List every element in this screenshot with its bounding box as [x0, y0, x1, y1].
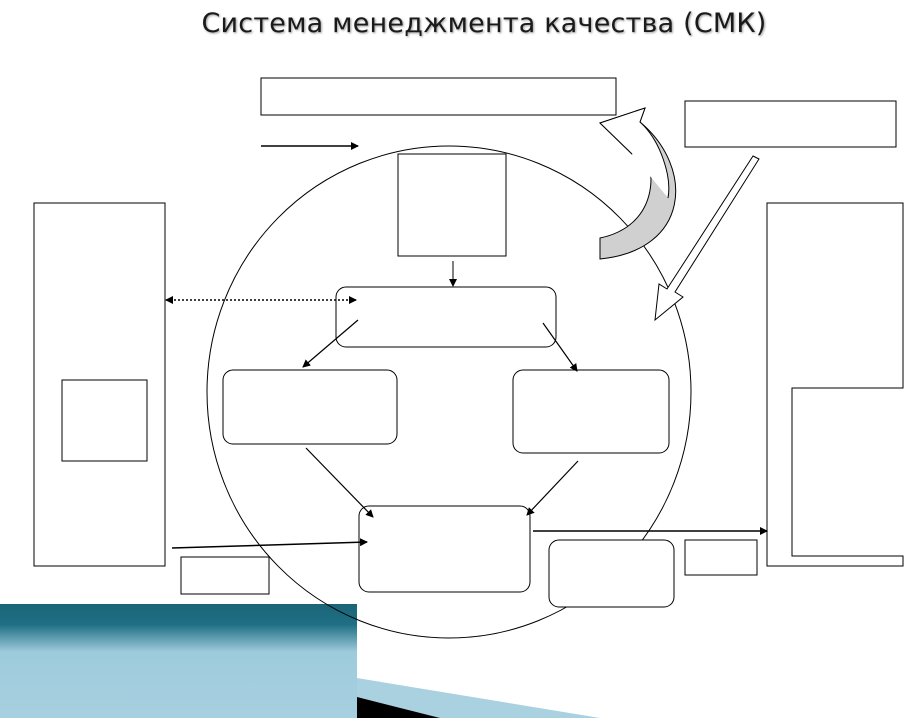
- process-box-top: [335, 286, 557, 348]
- small-box-bottom-right: [548, 539, 675, 608]
- process-box-right: [512, 369, 670, 454]
- left-inner-box: [61, 379, 148, 462]
- decorative-band: [0, 604, 357, 718]
- process-box-bottom: [358, 505, 531, 593]
- arrow-right-to-bottom: [526, 460, 579, 516]
- diagonal-outline-arrow: [654, 155, 760, 322]
- center-top-box: [397, 153, 507, 257]
- input-arrow-left: [171, 538, 368, 549]
- small-rect-right: [684, 539, 758, 576]
- top-wide-box: [260, 77, 617, 116]
- right-l-shape: [766, 202, 904, 567]
- arrow-top-to-right: [542, 322, 578, 372]
- decorative-wedge-dark: [357, 697, 440, 718]
- curved-block-arrow-face: [599, 107, 670, 199]
- slide-title: Система менеджмента качества (СМК): [201, 8, 767, 39]
- left-small-rect: [180, 556, 270, 595]
- system-circle: [206, 145, 692, 639]
- decorative-wedge-light: [357, 678, 600, 718]
- arrow-left-to-bottom: [305, 447, 374, 518]
- process-box-left: [222, 369, 398, 445]
- top-right-box: [684, 100, 897, 148]
- arrow-top-to-left: [302, 319, 359, 368]
